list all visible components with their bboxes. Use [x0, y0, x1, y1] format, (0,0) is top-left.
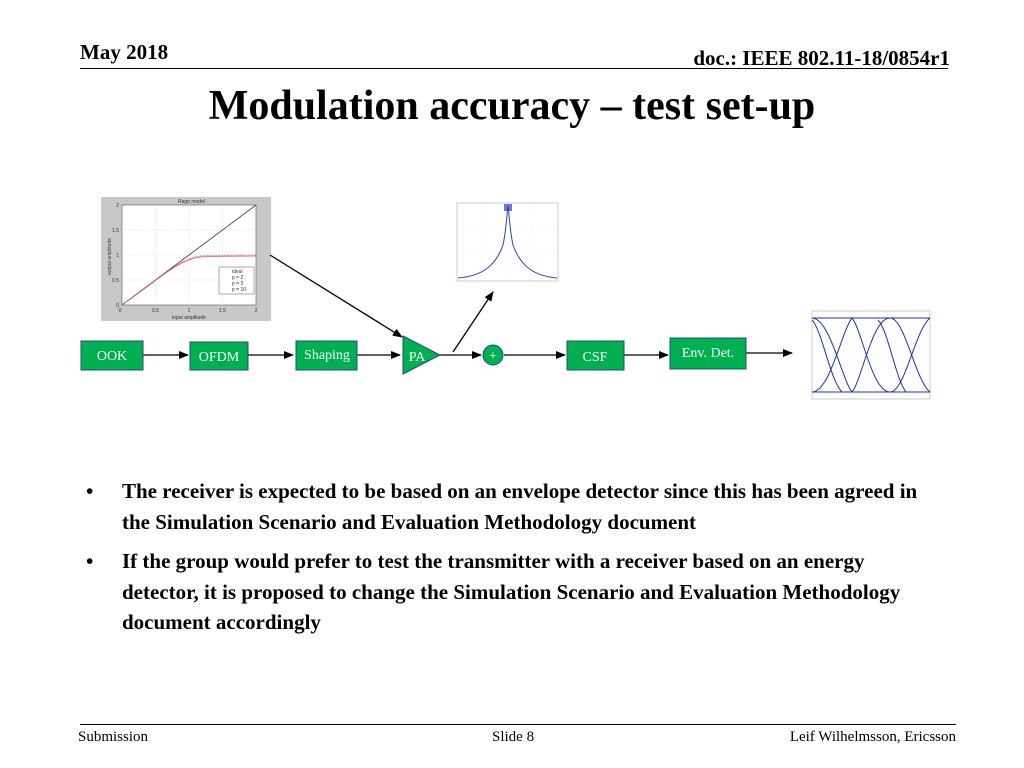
- ofdm-block: OFDM: [189, 341, 249, 371]
- rapp-xtick: 0.5: [152, 308, 159, 314]
- header-divider: [80, 68, 948, 69]
- rapp-ytick: 0.5: [112, 278, 119, 284]
- rapp-xtick: 2: [255, 308, 258, 314]
- csf-block: CSF: [566, 340, 625, 371]
- rapp-plot-ylabel: output amplitude: [107, 238, 113, 275]
- rapp-ytick: 1.5: [112, 228, 119, 234]
- rapp-legend-ideal: ideal: [232, 269, 243, 275]
- rapp-model-plot: ideal p = 2 p = 3 p = 10 Rapp model inpu…: [101, 197, 271, 321]
- block-diagram: ideal p = 2 p = 3 p = 10 Rapp model inpu…: [80, 197, 935, 412]
- rapp-plot-title: Rapp model: [178, 199, 205, 205]
- shaping-block: Shaping: [295, 340, 358, 371]
- ook-label: OOK: [97, 349, 127, 364]
- bullet-list: • The receiver is expected to be based on…: [80, 476, 940, 647]
- bullet-text: If the group would prefer to test the tr…: [122, 549, 901, 634]
- footer-author: Leif Wilhelmsson, Ericsson: [789, 729, 956, 745]
- rapp-ytick: 1: [116, 253, 119, 259]
- eye-diagram-plot: [806, 303, 935, 412]
- bullet-dot: •: [86, 479, 94, 503]
- pa-label: PA: [409, 350, 427, 365]
- rapp-xtick: 1.5: [219, 308, 226, 314]
- header-doc-id: doc.: IEEE 802.11-18/0854r1: [693, 46, 950, 70]
- envelope-detector-block: Env. Det.: [669, 337, 747, 370]
- envelope-detector-label: Env. Det.: [682, 346, 734, 361]
- bullet-item: • The receiver is expected to be based on…: [80, 476, 940, 537]
- ofdm-label: OFDM: [199, 350, 240, 365]
- footer-divider: [80, 724, 956, 725]
- rapp-legend-p2: p = 2: [232, 275, 243, 281]
- rapp-xtick: 1: [188, 308, 191, 314]
- summer-label: +: [489, 349, 497, 364]
- footer-slide-number: Slide 8: [492, 729, 535, 745]
- pa-amplifier-block: PA: [402, 335, 442, 375]
- footer-submission: Submission: [78, 729, 149, 745]
- summer-block: +: [482, 344, 504, 366]
- rapp-xtick: 0: [119, 308, 122, 314]
- slide-title: Modulation accuracy – test set-up: [208, 83, 816, 129]
- rapp-ytick: 0: [116, 303, 119, 309]
- rapp-legend-p10: p = 10: [232, 287, 246, 293]
- bullet-item: • If the group would prefer to test the t…: [80, 546, 940, 638]
- rapp-ytick: 2: [116, 203, 119, 209]
- csf-label: CSF: [583, 350, 608, 365]
- header-date: May 2018: [80, 40, 169, 64]
- shaping-label: Shaping: [304, 348, 350, 363]
- spectrum-plot: [450, 197, 562, 291]
- rapp-plot-xlabel: input amplitude: [172, 315, 206, 321]
- rapp-legend-p3: p = 3: [232, 281, 243, 287]
- bullet-dot: •: [86, 549, 94, 573]
- ook-block: OOK: [80, 340, 144, 371]
- bullet-text: The receiver is expected to be based on …: [122, 479, 918, 534]
